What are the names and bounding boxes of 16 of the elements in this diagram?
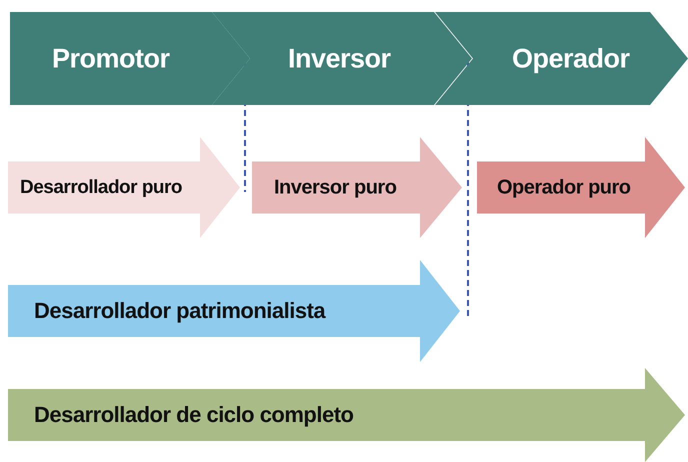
stage-banner: [435, 12, 688, 105]
stage-banner: [10, 12, 250, 105]
role-banner: [8, 260, 460, 362]
stage-label: Operador: [512, 43, 630, 74]
role-banner: [8, 137, 240, 238]
stage-label: Inversor: [288, 43, 391, 74]
stage-banner: [212, 12, 472, 105]
stage-label: Inversor puro: [274, 176, 396, 199]
stage-label: Operador puro: [497, 176, 631, 199]
stage-label: Desarrollador de ciclo completo: [34, 402, 354, 428]
role-banner: [252, 137, 462, 238]
role-banner: [477, 137, 685, 238]
stage-label: Desarrollador puro: [20, 176, 182, 198]
stage-label: Promotor: [52, 43, 170, 74]
stage-label: Desarrollador patrimonialista: [34, 298, 326, 324]
role-banner: [8, 368, 685, 462]
